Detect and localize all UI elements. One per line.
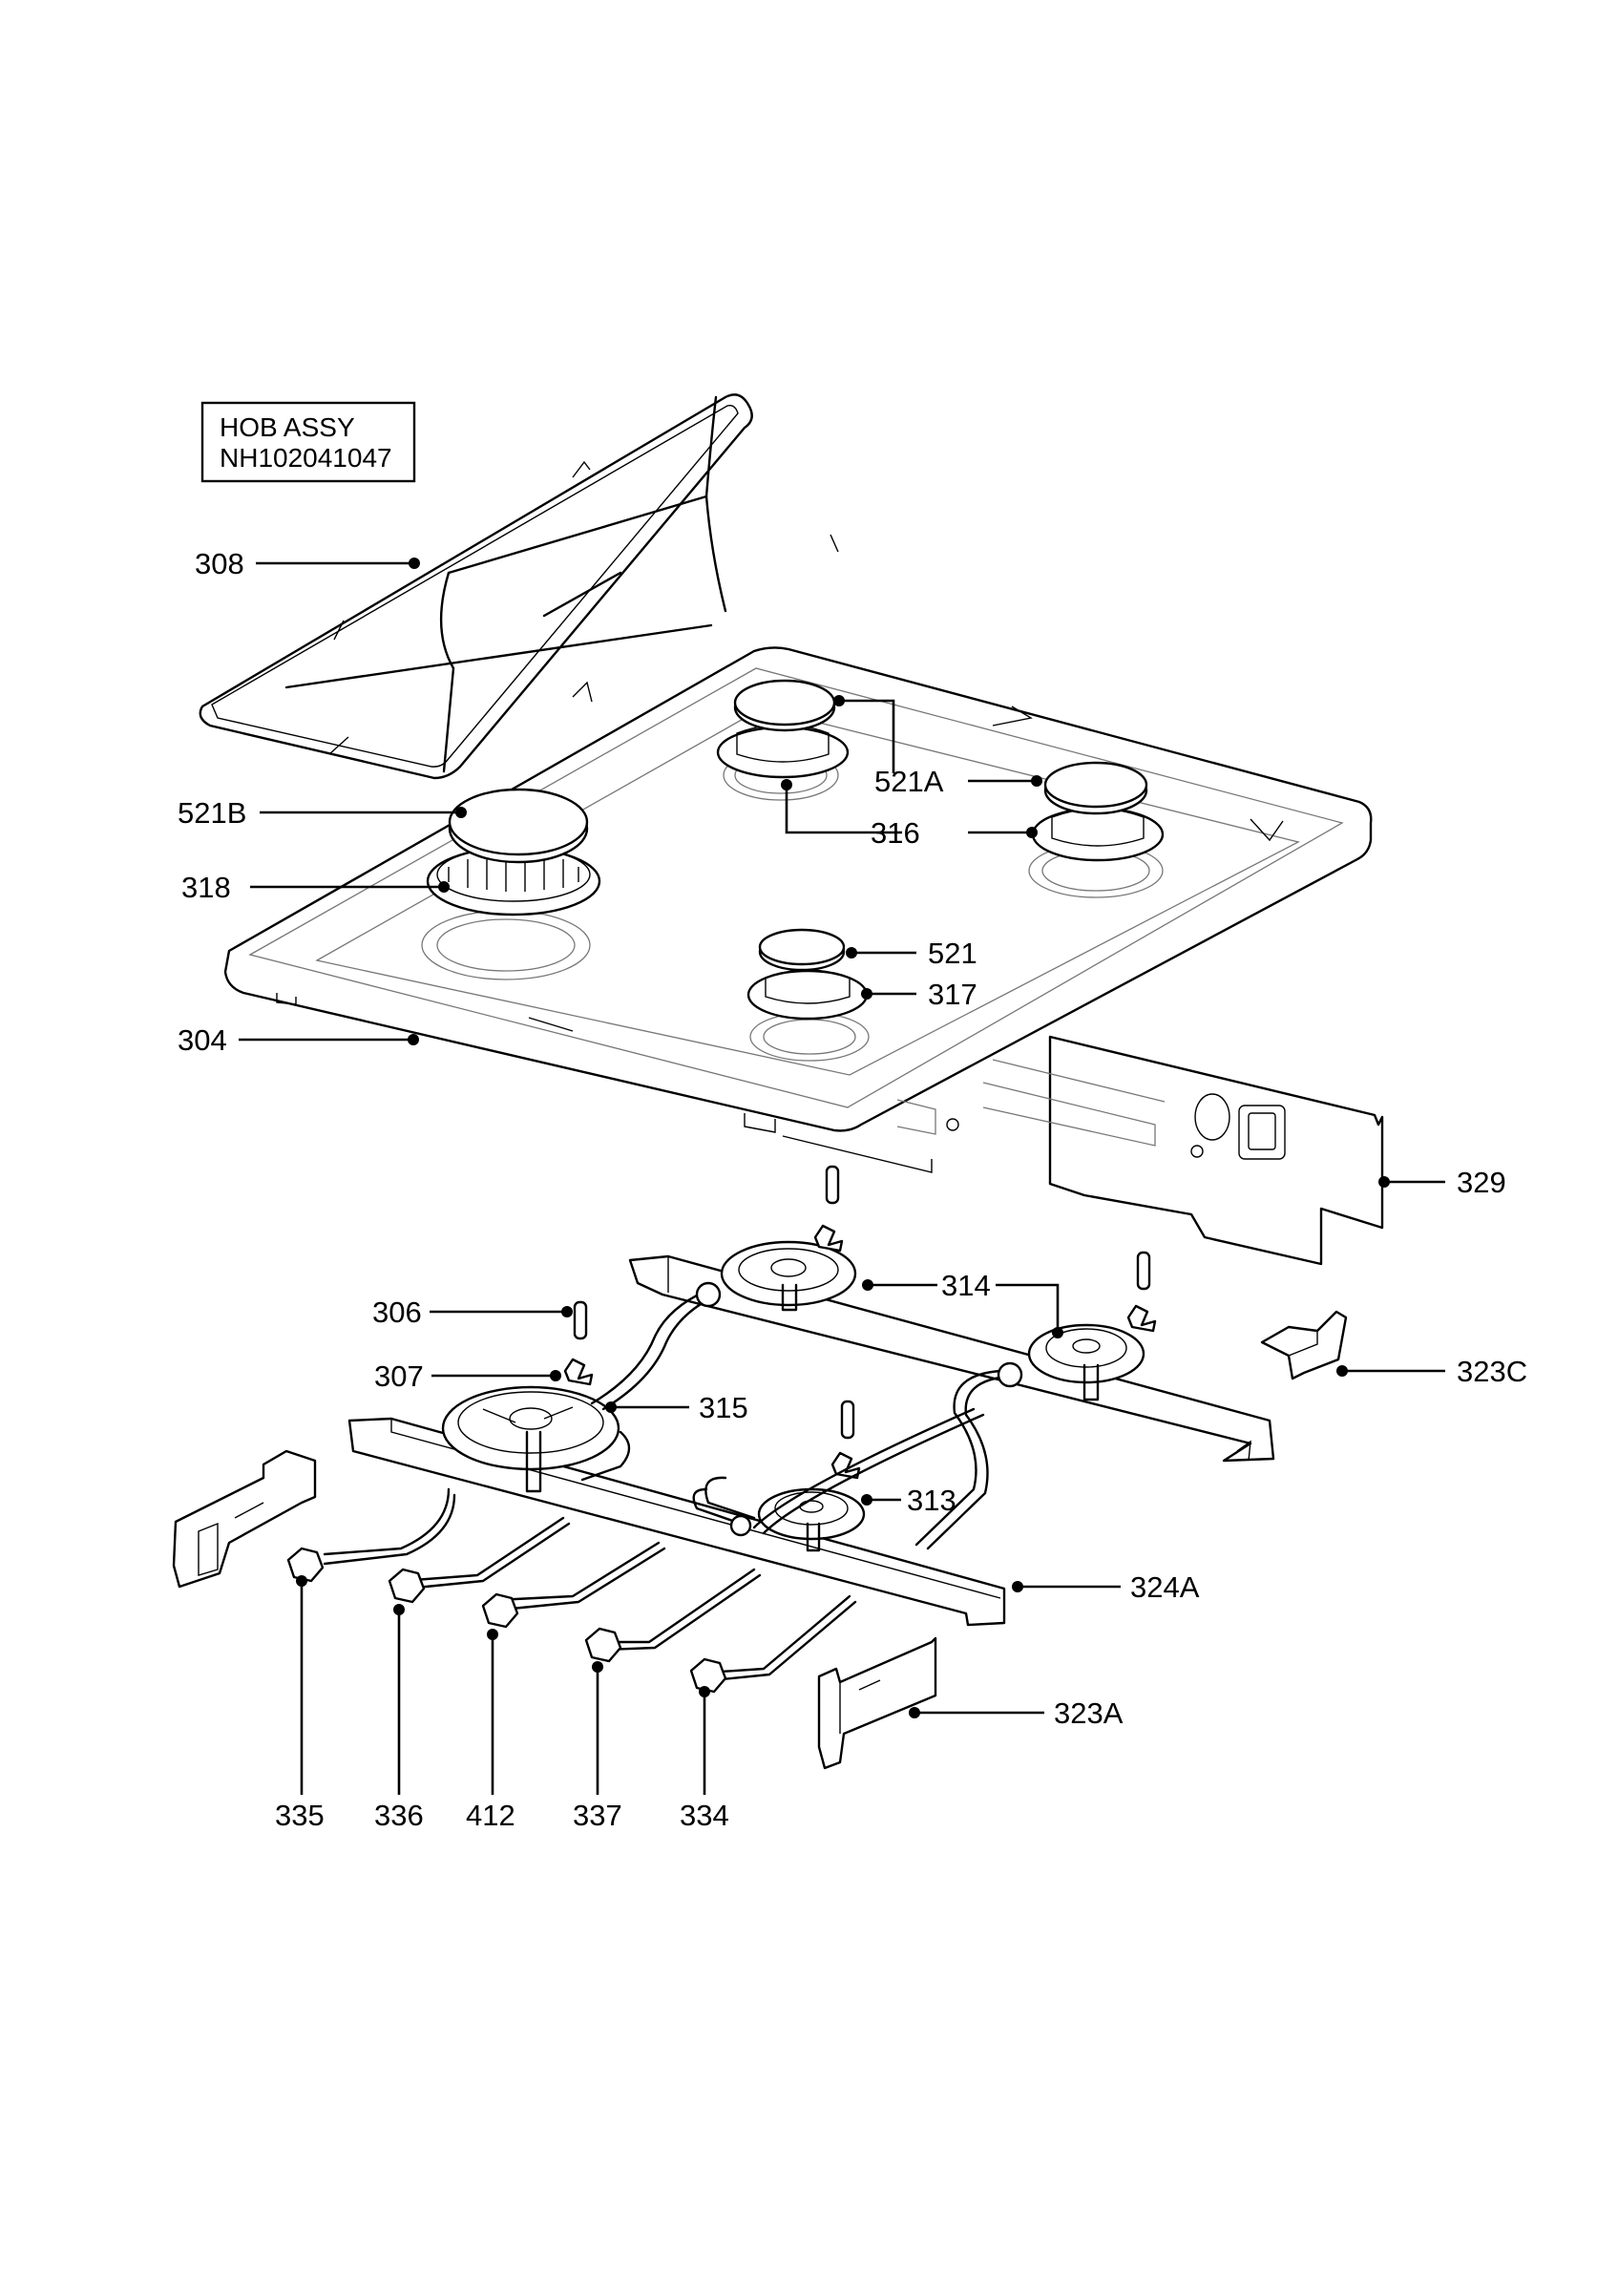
bracket-323A [817, 1636, 937, 1770]
callout-308: 308 [195, 547, 244, 580]
callout-521A: 521A [874, 765, 944, 798]
injector-right [1136, 1251, 1151, 1291]
burner-base-314-rear [720, 1240, 857, 1312]
injector-front [840, 1400, 855, 1440]
flame-spreader-front [830, 1451, 861, 1480]
callout-317: 317 [928, 978, 977, 1011]
burner-cap-521B [448, 788, 589, 864]
callout-412: 412 [466, 1799, 515, 1832]
bracket-left [172, 1449, 317, 1589]
flame-spreader-307 [563, 1358, 594, 1386]
callout-307: 307 [374, 1359, 424, 1393]
gas-tap-334 [689, 1657, 727, 1694]
rear-panel-329 [782, 1035, 1384, 1266]
gas-tap-335 [286, 1547, 325, 1583]
burner-316-rear [716, 724, 850, 779]
callout-521: 521 [928, 937, 977, 970]
callout-318: 318 [181, 871, 231, 904]
flame-spreader-rear [813, 1224, 844, 1253]
burner-base-314-right [1027, 1323, 1145, 1401]
leader-lines [239, 558, 1445, 1795]
bracket-323C [1260, 1310, 1348, 1380]
callout-315: 315 [699, 1391, 748, 1424]
callout-304: 304 [178, 1023, 227, 1057]
callout-337: 337 [573, 1799, 622, 1832]
burner-317 [746, 969, 869, 1021]
callout-323C: 323C [1457, 1355, 1527, 1388]
callout-521B: 521B [178, 796, 246, 830]
burner-cap-521 [758, 928, 846, 972]
callout-329: 329 [1457, 1166, 1506, 1199]
title-frame [200, 401, 416, 483]
gas-tap-412 [481, 1592, 519, 1629]
callout-335: 335 [275, 1799, 325, 1832]
title-line-1: HOB ASSY [220, 412, 355, 442]
callout-324A: 324A [1130, 1570, 1200, 1604]
callout-labels: 308 521B 318 304 521A 316 521 317 329 30… [178, 547, 1527, 1832]
callout-336: 336 [374, 1799, 424, 1832]
injector-306 [573, 1300, 588, 1340]
gas-pipes [323, 1289, 1010, 1682]
injector-rear [825, 1165, 840, 1205]
pipe-fittings [695, 1281, 1023, 1537]
pan-support-308 [199, 393, 839, 780]
callout-314: 314 [941, 1269, 991, 1302]
callout-313: 313 [907, 1484, 956, 1517]
callout-306: 306 [372, 1295, 422, 1329]
rear-manifold-rail [628, 1254, 1275, 1463]
burner-base-315 [441, 1385, 620, 1493]
flame-spreader-right [1126, 1304, 1157, 1333]
title-line-2: NH102041047 [220, 443, 392, 473]
burner-cap-521A-rear [733, 679, 836, 732]
burner-cap-521A-right [1043, 761, 1148, 815]
gas-tap-337 [584, 1627, 622, 1663]
gas-tap-336 [388, 1568, 426, 1604]
burner-316-right [1031, 807, 1165, 862]
callout-316: 316 [871, 816, 920, 850]
callout-323A: 323A [1054, 1696, 1124, 1730]
title-block: HOB ASSY NH102041047 [200, 401, 416, 483]
callout-334: 334 [680, 1799, 729, 1832]
